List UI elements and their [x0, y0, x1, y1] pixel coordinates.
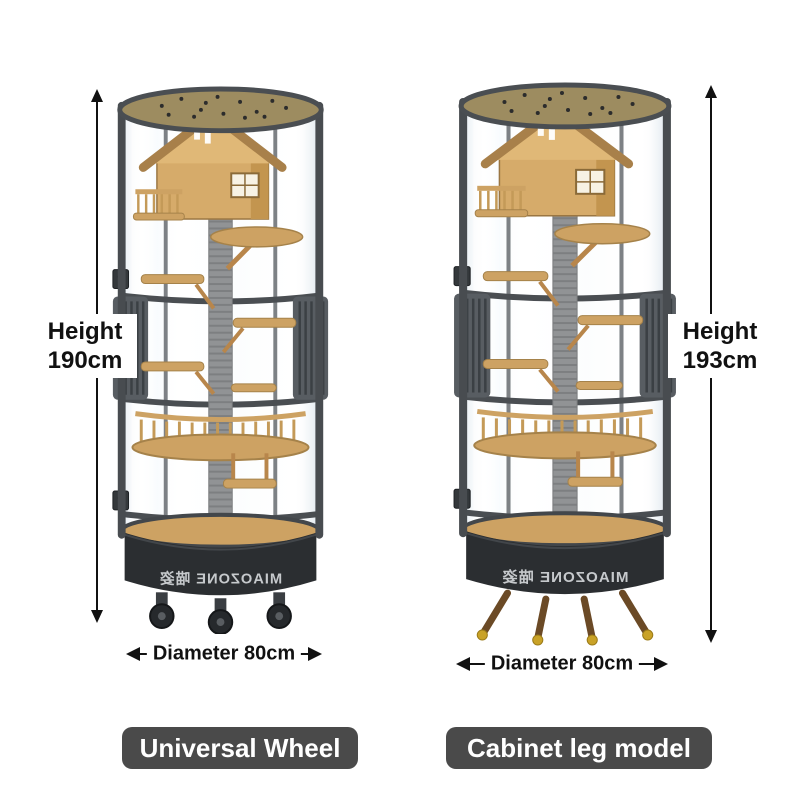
height-dimension-left: Height 190cm: [33, 314, 137, 378]
cabinet-legs: [476, 589, 654, 646]
diameter-label-left: Diameter 80cm: [146, 642, 302, 666]
diameter-dimension-left: Diameter 80cm: [124, 641, 324, 667]
height-label-right: Height: [682, 318, 758, 345]
height-value-left: 190cm: [47, 347, 123, 374]
cat-tower-wheel-model: [108, 86, 333, 639]
height-label-left: Height: [47, 318, 123, 345]
caster-wheels: [149, 592, 292, 635]
badge-cabinet-leg-model: Cabinet leg model: [446, 727, 712, 769]
height-dimension-right: Height 193cm: [668, 314, 772, 378]
diameter-dimension-right: Diameter 80cm: [454, 651, 670, 677]
cat-tower-leg-model: [449, 82, 681, 652]
diameter-label-right: Diameter 80cm: [484, 652, 640, 676]
badge-universal-wheel: Universal Wheel: [122, 727, 358, 769]
height-value-right: 193cm: [682, 347, 758, 374]
